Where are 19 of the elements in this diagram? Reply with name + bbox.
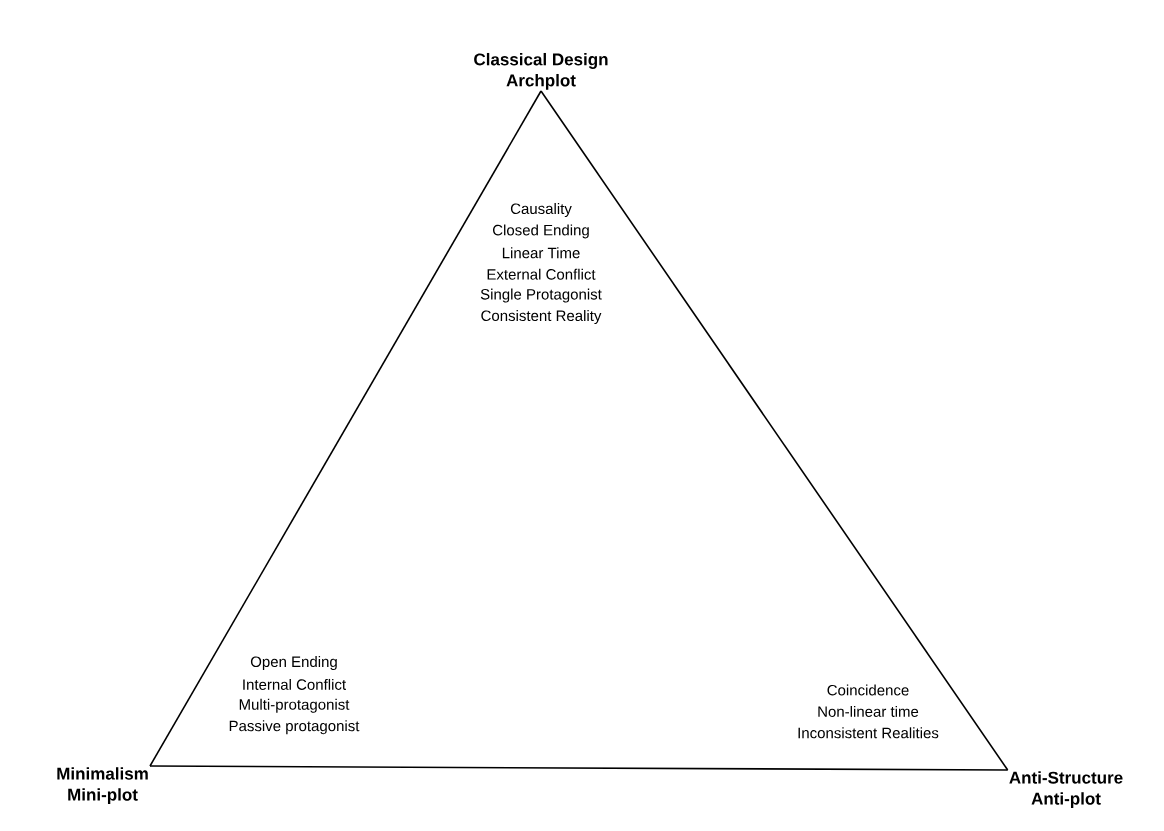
corner-heading: Minimalism Mini-plot xyxy=(57,767,148,805)
list-item: Causality xyxy=(510,203,572,217)
list-item: Coincidence xyxy=(827,684,909,696)
list-item: Non-linear time xyxy=(818,705,919,717)
list-item: External Conflict xyxy=(487,268,596,280)
list-item: Passive protagonist xyxy=(229,720,360,735)
list-item: Consistent Reality xyxy=(481,310,602,324)
list-item: Single Protagonist xyxy=(480,288,602,303)
list-item: Linear Time xyxy=(502,247,580,259)
list-item: Closed Ending xyxy=(493,224,589,239)
triangle-side xyxy=(149,90,542,767)
list-item: Internal Conflict xyxy=(243,678,346,690)
corner-heading: Classical Design Archplot xyxy=(474,52,608,90)
list-item: Open Ending xyxy=(250,656,337,670)
triangle-side xyxy=(540,90,1009,771)
triangle-side xyxy=(149,765,1009,771)
list-item: Inconsistent Realities xyxy=(798,727,939,739)
list-item: Multi-protagonist xyxy=(239,698,350,713)
corner-heading: Anti-Structure Anti-plot xyxy=(1009,771,1123,809)
